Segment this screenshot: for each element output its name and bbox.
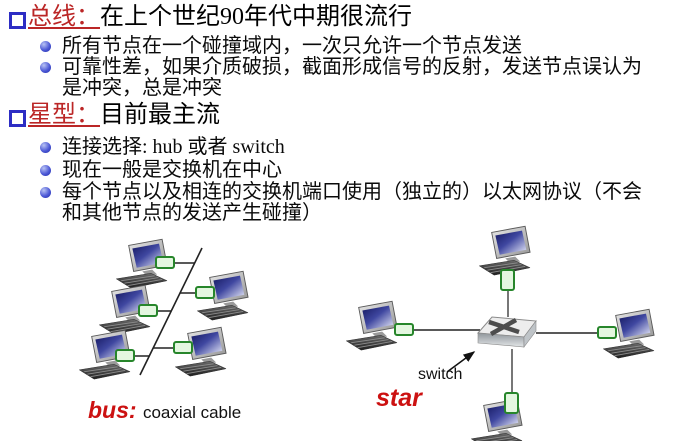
bullet-item: 可靠性差，如果介质破损，截面形成信号的反射，发送节点误认为 — [62, 56, 642, 78]
nic-icon — [500, 269, 515, 291]
switch-pointer-arrow — [446, 351, 476, 373]
star-topology-diagram — [345, 225, 655, 441]
computer-icon — [345, 300, 398, 351]
nic-icon — [155, 256, 175, 269]
bus-caption-text: coaxial cable — [142, 403, 242, 422]
nic-icon — [138, 304, 158, 317]
nic-icon — [394, 323, 414, 336]
heading-bus: 总线：在上个世纪90年代中期很流行 — [28, 4, 412, 31]
nic-icon — [173, 341, 193, 354]
circle-bullet-icon — [40, 187, 51, 198]
switch-label: switch — [418, 366, 463, 383]
bullet-item-continuation: 是冲突，总是冲突 — [62, 77, 222, 99]
circle-bullet-icon — [40, 62, 51, 73]
bullet-item: 现在一般是交换机在中心 — [62, 159, 282, 181]
bus-caption-emphasis: bus: — [88, 397, 137, 423]
heading-bus-text: 在上个世纪90年代中期很流行 — [100, 4, 412, 30]
heading-star-term: 星型： — [28, 102, 100, 128]
heading-star: 星型：目前最主流 — [28, 102, 220, 129]
nic-icon — [115, 349, 135, 362]
nic-icon — [504, 392, 519, 414]
bullet-item-continuation: 和其他节点的发送产生碰撞） — [62, 202, 322, 224]
heading-bus-term: 总线： — [28, 4, 100, 30]
square-bullet-icon — [9, 12, 26, 29]
bullet-item: 每个节点以及相连的交换机端口使用（独立的）以太网协议（不会 — [62, 181, 642, 203]
heading-star-text: 目前最主流 — [100, 102, 220, 128]
switch-icon — [476, 316, 537, 348]
bus-topology-diagram — [78, 238, 249, 380]
bullet-item: 连接选择: hub 或者 switch — [62, 136, 285, 158]
star-caption: star — [376, 384, 422, 412]
nic-icon — [597, 326, 617, 339]
computer-icon — [478, 225, 531, 276]
bus-caption: bus: coaxial cable — [88, 397, 241, 424]
circle-bullet-icon — [40, 41, 51, 52]
square-bullet-icon — [9, 110, 26, 127]
nic-icon — [195, 286, 215, 299]
circle-bullet-icon — [40, 165, 51, 176]
bullet-item: 所有节点在一个碰撞域内，一次只允许一个节点发送 — [62, 35, 522, 57]
circle-bullet-icon — [40, 142, 51, 153]
